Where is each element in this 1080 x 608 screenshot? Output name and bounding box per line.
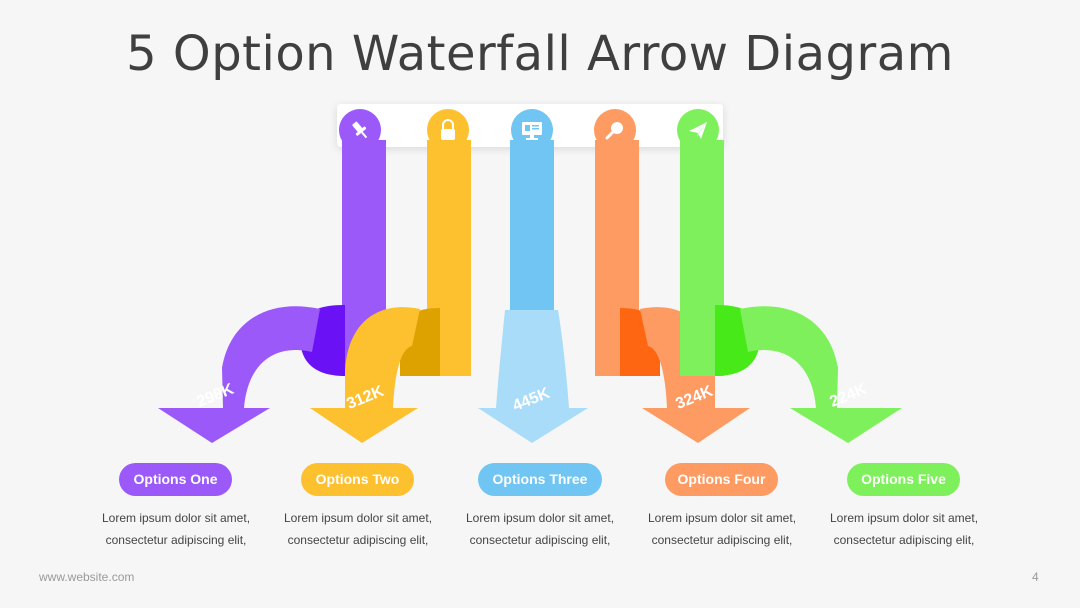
description-line: Lorem ipsum dolor sit amet, <box>465 511 615 525</box>
description-line: Lorem ipsum dolor sit amet, <box>283 511 433 525</box>
description-line: consectetur adipiscing elit, <box>105 533 247 547</box>
arrow-option-four <box>595 140 750 443</box>
footer-website: www.website.com <box>39 570 135 584</box>
description-line: Lorem ipsum dolor sit amet, <box>829 511 979 525</box>
option-five-label: Options Five <box>847 463 960 496</box>
icon-circle-four <box>594 109 636 151</box>
icon-circle-three <box>511 109 553 151</box>
description-line: Lorem ipsum dolor sit amet, <box>647 511 797 525</box>
monitor-icon <box>522 122 542 140</box>
paper-plane-icon <box>689 122 707 139</box>
page-title: 5 Option Waterfall Arrow Diagram <box>126 26 954 82</box>
description-line: Lorem ipsum dolor sit amet, <box>101 511 251 525</box>
option-three-label: Options Three <box>478 463 602 496</box>
page-number: 4 <box>1032 570 1039 584</box>
option-one-label: Options One <box>119 463 232 496</box>
option-three-description: Lorem ipsum dolor sit amet, consectetur … <box>450 507 630 551</box>
option-four-description: Lorem ipsum dolor sit amet, consectetur … <box>632 507 812 551</box>
option-four-label: Options Four <box>665 463 778 496</box>
description-line: consectetur adipiscing elit, <box>833 533 975 547</box>
option-two-description: Lorem ipsum dolor sit amet, consectetur … <box>268 507 448 551</box>
option-two-label: Options Two <box>301 463 414 496</box>
description-line: consectetur adipiscing elit, <box>651 533 793 547</box>
description-line: consectetur adipiscing elit, <box>469 533 611 547</box>
arrow-option-two <box>310 140 471 443</box>
arrow-option-five <box>680 140 902 443</box>
option-five-description: Lorem ipsum dolor sit amet, consectetur … <box>814 507 994 551</box>
icon-circle-two <box>427 109 469 151</box>
waterfall-arrow-diagram: 298K 312K 445K 324K 224K <box>158 104 902 443</box>
icon-circle-five <box>677 109 719 151</box>
option-one-description: Lorem ipsum dolor sit amet, consectetur … <box>86 507 266 551</box>
arrow-option-three <box>478 140 588 443</box>
lock-icon <box>441 119 455 140</box>
pushpin-icon <box>352 121 368 139</box>
description-line: consectetur adipiscing elit, <box>287 533 429 547</box>
search-icon <box>605 122 623 140</box>
icon-circle-one <box>339 109 381 151</box>
